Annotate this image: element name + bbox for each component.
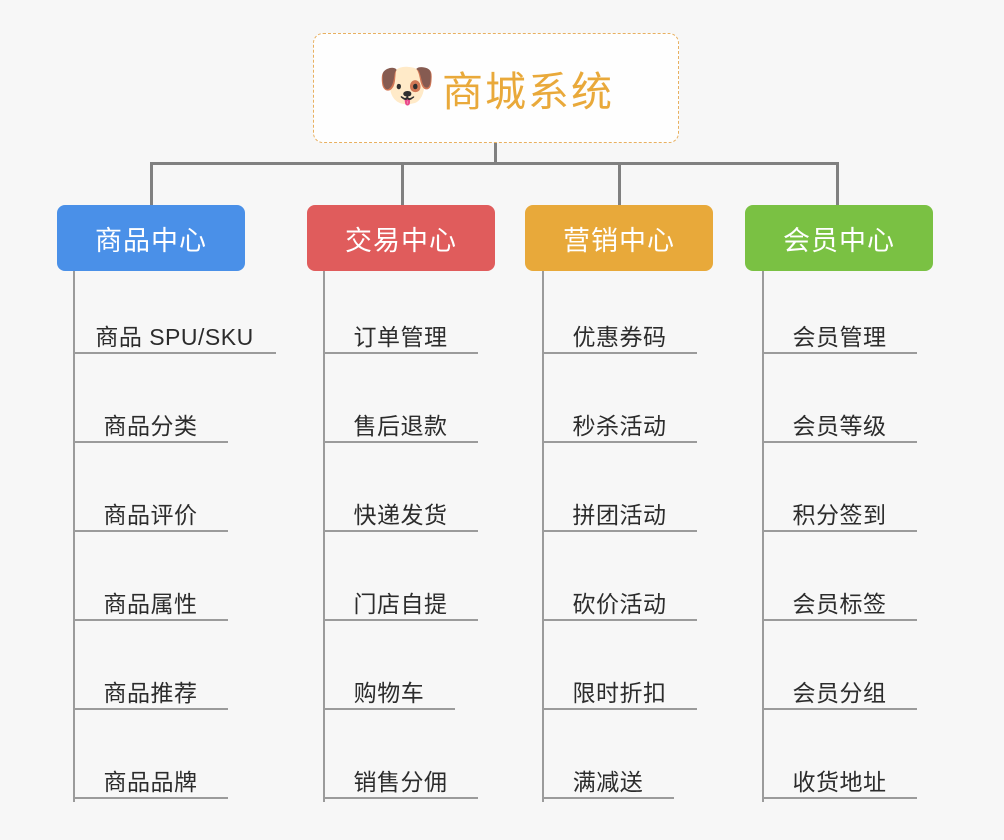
leaf-item[interactable]: 商品分类 (73, 395, 228, 443)
drop-connector-2 (401, 162, 404, 207)
leaf-label: 商品品牌 (103, 768, 198, 795)
trunk-line-2 (323, 271, 325, 802)
category-label-4: 会员中心 (783, 225, 895, 256)
leaf-item[interactable]: 订单管理 (323, 306, 478, 354)
category-label-3: 营销中心 (563, 225, 675, 256)
leaf-item[interactable]: 拼团活动 (542, 484, 697, 532)
root-title: 商城系统 (442, 69, 614, 115)
leaf-label: 快递发货 (353, 501, 448, 528)
leaf-label: 收货地址 (792, 768, 887, 795)
leaf-label: 会员分组 (792, 679, 887, 706)
category-box-1[interactable]: 商品中心 (57, 205, 245, 271)
leaf-label: 门店自提 (353, 590, 448, 617)
leaf-label: 订单管理 (353, 323, 448, 350)
drop-connector-1 (150, 162, 153, 207)
leaf-label: 拼团活动 (572, 501, 667, 528)
category-box-3[interactable]: 营销中心 (525, 205, 713, 271)
leaf-item[interactable]: 商品品牌 (73, 751, 228, 799)
leaf-label: 砍价活动 (572, 590, 667, 617)
category-label-2: 交易中心 (345, 225, 457, 256)
leaf-label: 商品推荐 (103, 679, 198, 706)
leaf-item[interactable]: 售后退款 (323, 395, 478, 443)
leaf-item[interactable]: 秒杀活动 (542, 395, 697, 443)
leaf-item[interactable]: 快递发货 (323, 484, 478, 532)
leaf-label: 积分签到 (792, 501, 887, 528)
root-stem-connector (494, 143, 497, 165)
leaf-item[interactable]: 商品评价 (73, 484, 228, 532)
leaf-item[interactable]: 商品推荐 (73, 662, 228, 710)
leaf-label: 会员管理 (792, 323, 887, 350)
leaf-item[interactable]: 购物车 (323, 662, 455, 710)
leaf-item[interactable]: 限时折扣 (542, 662, 697, 710)
leaf-item[interactable]: 满减送 (542, 751, 674, 799)
leaf-label: 购物车 (353, 679, 425, 706)
leaf-label: 会员等级 (792, 412, 887, 439)
leaf-item[interactable]: 积分签到 (762, 484, 917, 532)
leaf-label: 销售分佣 (353, 768, 448, 795)
leaf-label: 会员标签 (792, 590, 887, 617)
leaf-item[interactable]: 砍价活动 (542, 573, 697, 621)
category-box-4[interactable]: 会员中心 (745, 205, 933, 271)
root-node[interactable]: 🐶 商城系统 (313, 33, 679, 143)
category-box-2[interactable]: 交易中心 (307, 205, 495, 271)
leaf-item[interactable]: 商品 SPU/SKU (73, 306, 276, 354)
trunk-line-3 (542, 271, 544, 802)
leaf-item[interactable]: 门店自提 (323, 573, 478, 621)
leaf-label: 满减送 (572, 768, 644, 795)
leaf-item[interactable]: 会员管理 (762, 306, 917, 354)
leaf-label: 商品 SPU/SKU (95, 323, 254, 350)
drop-connector-4 (836, 162, 839, 207)
leaf-item[interactable]: 会员标签 (762, 573, 917, 621)
trunk-line-1 (73, 271, 75, 802)
horizontal-bus-connector (150, 162, 838, 165)
trunk-line-4 (762, 271, 764, 802)
leaf-item[interactable]: 会员分组 (762, 662, 917, 710)
leaf-item[interactable]: 销售分佣 (323, 751, 478, 799)
leaf-label: 商品属性 (103, 590, 198, 617)
leaf-label: 限时折扣 (572, 679, 667, 706)
drop-connector-3 (618, 162, 621, 207)
leaf-item[interactable]: 优惠券码 (542, 306, 697, 354)
leaf-item[interactable]: 会员等级 (762, 395, 917, 443)
shiba-dog-face-icon: 🐶 (378, 59, 436, 111)
category-label-1: 商品中心 (95, 225, 207, 256)
leaf-label: 秒杀活动 (572, 412, 667, 439)
leaf-item[interactable]: 收货地址 (762, 751, 917, 799)
leaf-item[interactable]: 商品属性 (73, 573, 228, 621)
leaf-label: 优惠券码 (572, 323, 667, 350)
leaf-label: 商品评价 (103, 501, 198, 528)
leaf-label: 商品分类 (103, 412, 198, 439)
leaf-label: 售后退款 (353, 412, 448, 439)
